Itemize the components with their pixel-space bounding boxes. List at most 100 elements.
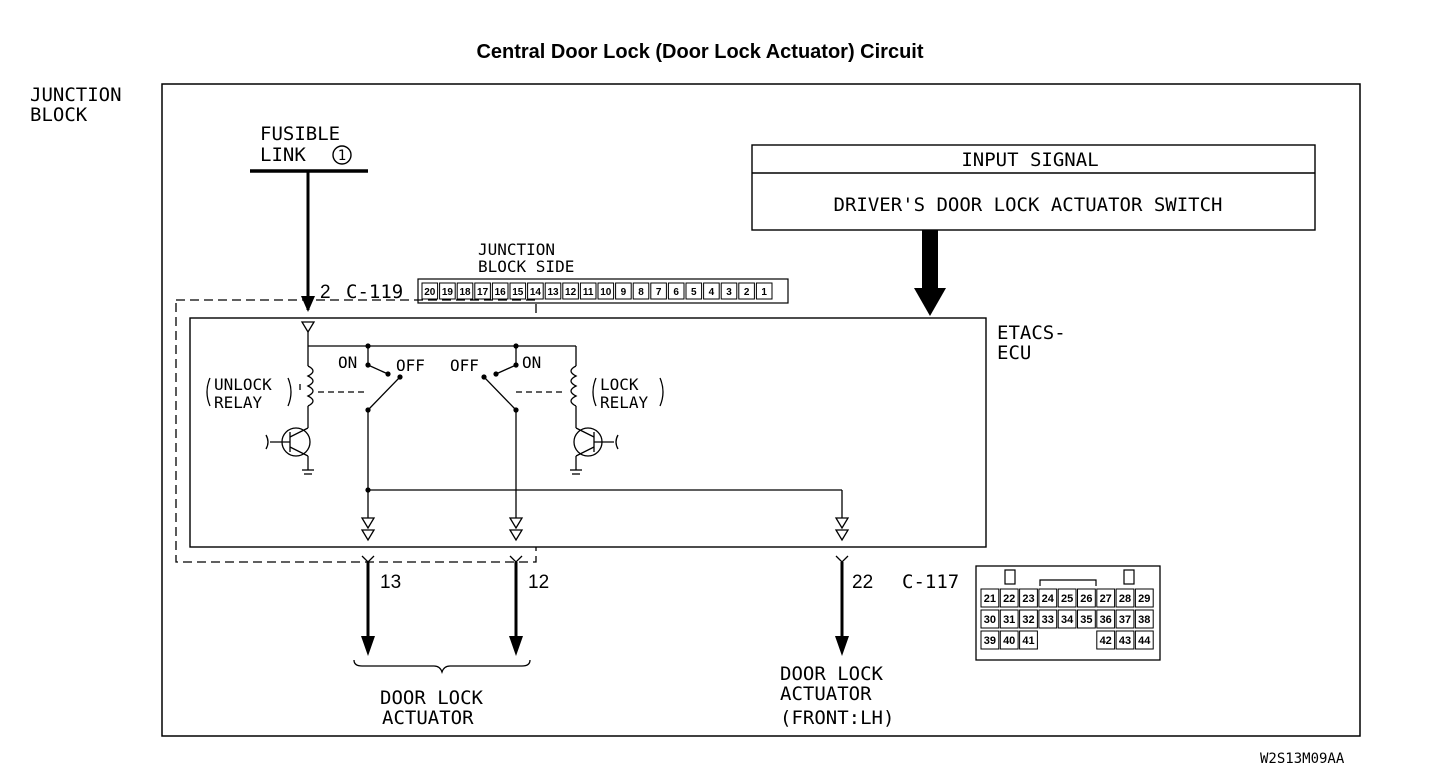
c117-pin-cell — [980, 630, 1000, 650]
input-signal-arrow-shaft — [922, 230, 938, 290]
c119-pin-label: 11 — [583, 287, 594, 298]
unlock-relay-line2: RELAY — [214, 393, 263, 412]
c117-pin-cell — [1019, 609, 1038, 629]
c117-pin-cell — [1115, 588, 1135, 608]
c119-pin-label: 20 — [424, 287, 436, 298]
c119-pin-number: 2 — [320, 282, 331, 303]
fusible-link: FUSIBLE LINK 1 — [250, 123, 368, 312]
c119-pin-cell — [667, 282, 685, 300]
c119-pin-cell — [421, 282, 439, 300]
input-signal-arrow-head — [914, 288, 946, 316]
lock-relay-label: LOCK RELAY — [592, 375, 664, 412]
c119-pin-cell — [562, 282, 579, 300]
c119-pin-cell — [738, 282, 755, 300]
c119-pin-cell — [491, 282, 509, 300]
input-signal-body: DRIVER'S DOOR LOCK ACTUATOR SWITCH — [834, 194, 1223, 216]
c119-pin-label: 1 — [761, 287, 767, 298]
fusible-link-label-line1: FUSIBLE — [260, 123, 340, 145]
ecu-internal-wiring — [265, 321, 850, 542]
c119-pin-label: 18 — [459, 287, 471, 298]
c119-pin-label: 8 — [638, 287, 644, 298]
c117-pin-cell — [1019, 630, 1038, 650]
front-lh-actuator-label-line1: DOOR LOCK — [780, 663, 884, 685]
c117-pin-label: 30 — [984, 614, 996, 626]
c117-pin-cell — [1134, 588, 1154, 608]
c117-pin-cell — [1134, 609, 1154, 629]
c119-pin-cell — [509, 282, 527, 300]
c119-pin-label: 9 — [621, 287, 627, 298]
front-lh-actuator-label-line3: (FRONT:LH) — [780, 707, 894, 729]
c117-pin-label: 43 — [1119, 635, 1131, 647]
c117-pin-cell — [1096, 588, 1116, 608]
c119-pin-cell — [720, 282, 738, 300]
diagram-title: Central Door Lock (Door Lock Actuator) C… — [476, 41, 923, 63]
c119-pin-label: 17 — [477, 287, 489, 298]
c117-pin-label: 44 — [1138, 635, 1151, 647]
c117-pin-label: 41 — [1022, 635, 1034, 647]
input-signal-box: INPUT SIGNAL DRIVER'S DOOR LOCK ACTUATOR… — [751, 144, 1316, 316]
junction-block-label-line1: JUNCTION — [30, 84, 122, 106]
c117-pin-label: 24 — [1042, 593, 1055, 605]
c117-pin-cell — [1019, 588, 1038, 608]
c117-pin-cell — [1115, 609, 1135, 629]
c117-pin-label: 31 — [1003, 614, 1015, 626]
unlock-relay-label: UNLOCK RELAY — [206, 375, 292, 412]
fusible-link-label-line2: LINK — [260, 144, 306, 166]
c119-pin-cell — [474, 282, 491, 300]
unlock-relay-line1: UNLOCK — [214, 375, 272, 394]
c119-pin-label: 3 — [726, 287, 732, 298]
c117-pin-label: 42 — [1100, 635, 1112, 647]
c117-pin-cell — [999, 588, 1019, 608]
c117-pin-label: 35 — [1080, 614, 1092, 626]
ecu-label-line2: ECU — [997, 342, 1031, 364]
c119-pin-cell — [597, 282, 615, 300]
c117-pin-label: 21 — [984, 593, 996, 605]
etacs-ecu-box — [189, 317, 987, 548]
c119-pin-cell — [685, 282, 703, 300]
output-wires — [353, 555, 849, 675]
fusible-link-number: 1 — [338, 148, 346, 164]
c119-pin-cell — [632, 282, 650, 300]
c117-pin-cell — [1096, 630, 1116, 650]
c117-pin-label: 38 — [1138, 614, 1150, 626]
c119-pin-cell — [439, 282, 456, 300]
c119-pin-label: 5 — [691, 287, 697, 298]
c119-pin-label: 16 — [495, 287, 507, 298]
front-lh-actuator-label-line2: ACTUATOR — [780, 683, 872, 705]
c117-pin-label: 32 — [1022, 614, 1034, 626]
lock-switch-off-label: OFF — [450, 356, 479, 375]
door-lock-actuator-label-line2: ACTUATOR — [382, 707, 474, 729]
c117-pin-label: 22 — [1003, 593, 1015, 605]
c119-pin-label: 7 — [656, 287, 662, 298]
ecu-junction-dots — [365, 343, 519, 493]
c119-pin-label: 2 — [744, 287, 750, 298]
lock-relay-line1: LOCK — [600, 375, 639, 394]
c117-pin-label: 37 — [1119, 614, 1131, 626]
door-lock-actuator-label-line1: DOOR LOCK — [380, 687, 484, 709]
c117-pin-label: 36 — [1100, 614, 1112, 626]
c119-pin-cell — [703, 282, 720, 300]
c119-pin-label: 15 — [512, 287, 524, 298]
c117-pin-label: 28 — [1119, 593, 1131, 605]
input-signal-header: INPUT SIGNAL — [961, 149, 1098, 171]
c117-pin-label: 23 — [1022, 593, 1034, 605]
c117-pin-cell — [1115, 630, 1135, 650]
c117-pin-cell — [980, 588, 1000, 608]
pin-12-label: 12 — [528, 572, 549, 593]
figure-code: W2S13M09AA — [1260, 751, 1345, 767]
c117-pin-cell — [1057, 588, 1077, 608]
c117-pin-cell — [1096, 609, 1116, 629]
c117-pin-cell — [1038, 588, 1058, 608]
c119-pin-cell — [650, 282, 667, 300]
c117-pin-label: 26 — [1080, 593, 1092, 605]
lock-relay-line2: RELAY — [600, 393, 649, 412]
c119-pin-label: 6 — [673, 287, 679, 298]
c117-pin-label: 25 — [1061, 593, 1073, 605]
c117-pin-cell — [1077, 588, 1096, 608]
c119-side-label-line2: BLOCK SIDE — [478, 257, 574, 276]
c117-pin-cell — [999, 609, 1019, 629]
